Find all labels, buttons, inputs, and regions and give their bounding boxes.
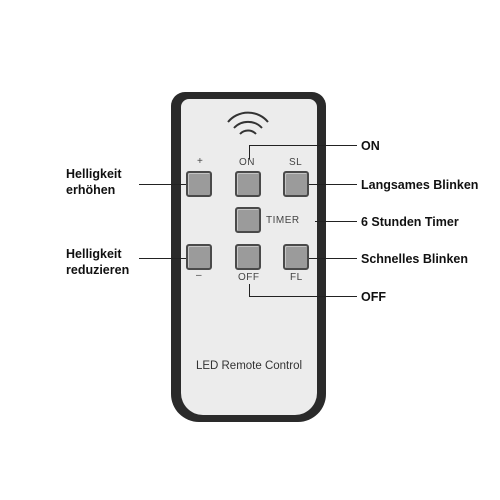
timer-label: TIMER (266, 215, 300, 226)
fast-blink-button[interactable] (283, 244, 309, 270)
timer-callout: 6 Stunden Timer (361, 215, 459, 229)
on-callout: ON (361, 139, 380, 153)
reduce-connector (139, 258, 186, 259)
slow-blink-callout: Langsames Blinken (361, 178, 479, 192)
off-button[interactable] (235, 244, 261, 270)
reduce-brightness-line1: Helligkeit (66, 247, 122, 261)
fl-label: FL (290, 272, 303, 283)
reduce-brightness-line2: reduzieren (66, 263, 130, 277)
off-label: OFF (238, 272, 260, 283)
increase-connector (139, 184, 186, 185)
fast-blink-connector (309, 258, 357, 259)
off-connector-horizontal (249, 296, 357, 297)
sl-label: SL (289, 157, 303, 168)
timer-connector (315, 221, 357, 222)
slow-blink-connector (309, 184, 357, 185)
plus-label: + (197, 156, 204, 167)
on-button[interactable] (235, 171, 261, 197)
timer-button[interactable] (235, 207, 261, 233)
on-connector-vertical (249, 145, 250, 159)
off-connector-vertical (249, 284, 250, 297)
brand-label: LED Remote Control (195, 360, 303, 372)
slow-blink-button[interactable] (283, 171, 309, 197)
brightness-down-button[interactable] (186, 244, 212, 270)
off-callout: OFF (361, 290, 386, 304)
increase-brightness-line1: Helligkeit (66, 167, 122, 181)
reduce-brightness-callout: Helligkeit reduzieren (66, 246, 129, 278)
fast-blink-callout: Schnelles Blinken (361, 252, 468, 266)
wireless-signal-icon (227, 111, 269, 135)
increase-brightness-line2: erhöhen (66, 183, 116, 197)
minus-label: – (196, 270, 203, 281)
brightness-up-button[interactable] (186, 171, 212, 197)
on-connector-horizontal (249, 145, 357, 146)
on-label: ON (239, 157, 255, 168)
increase-brightness-callout: Helligkeit erhöhen (66, 166, 122, 198)
